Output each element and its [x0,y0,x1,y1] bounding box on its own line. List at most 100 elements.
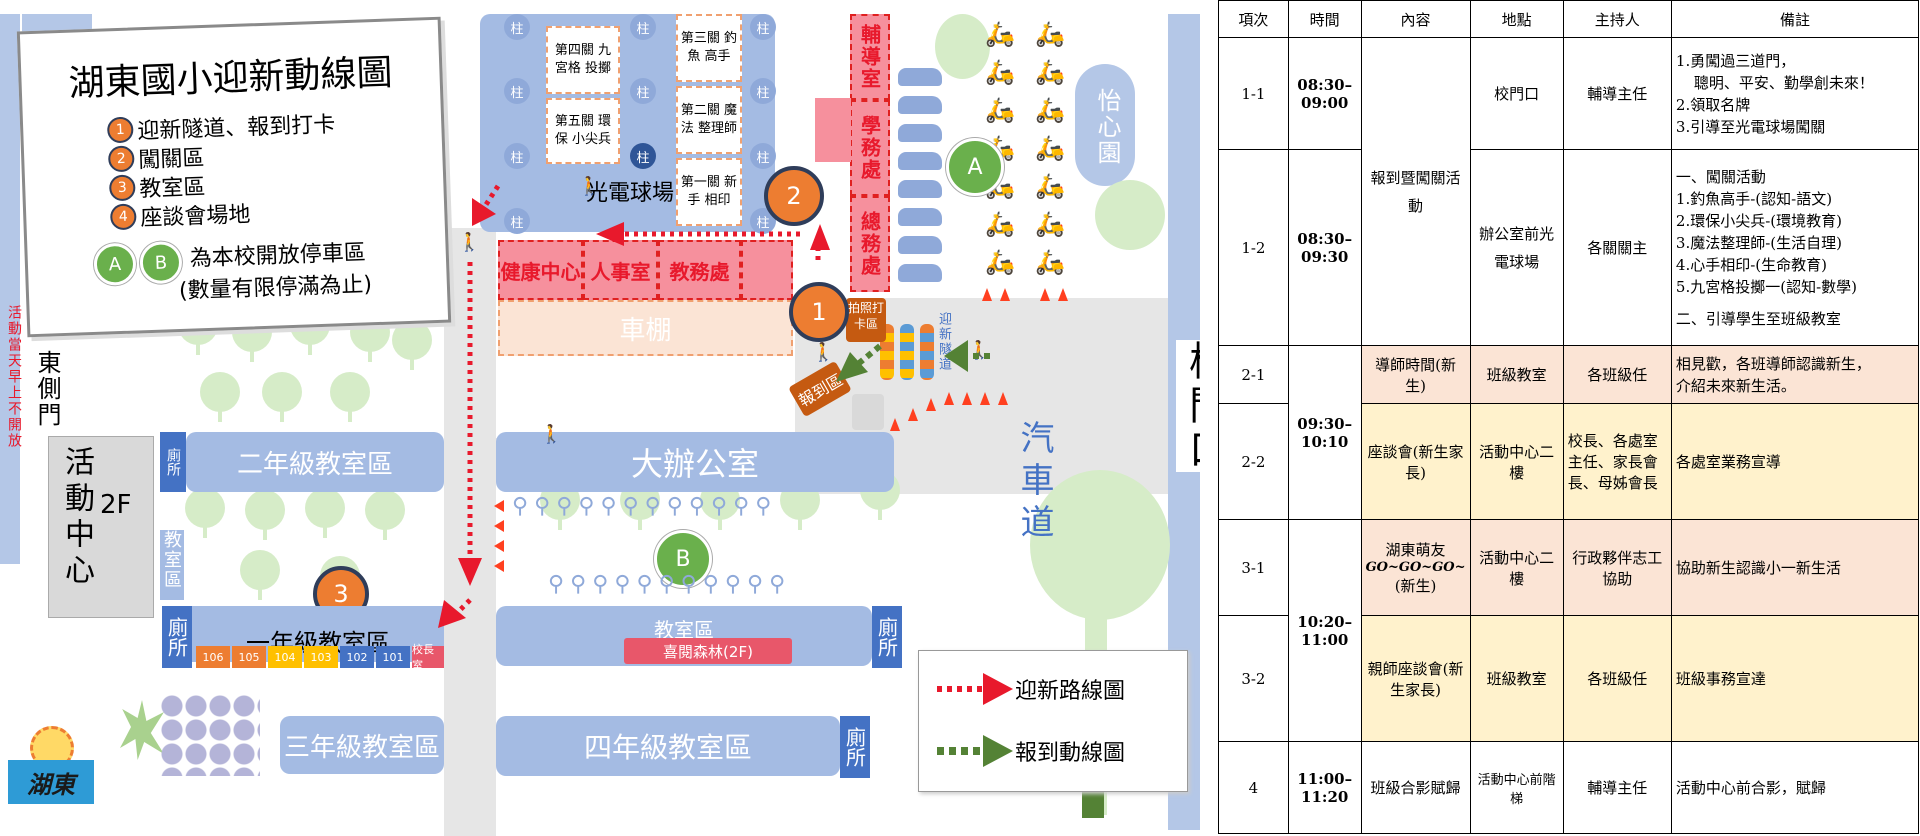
cone-icon [982,288,992,301]
campus-map: 怡心園 湖東國小迎新動線圖 1 迎新隧道、報到打卡 2 闖關區 3 教室區 4 … [0,14,1200,836]
marker-2: 2 [764,166,824,226]
scooter-icon: 🛵 [985,210,1015,238]
table-row: 2-2 座談會(新生家長) 活動中心二樓 校長、各處室主任、家長會長、母姊會長 … [1218,403,1920,520]
scooter-icon: 🛵 [985,20,1015,48]
scooter-icon: 🛵 [1035,96,1065,124]
tree [185,488,225,538]
note-cell: 一、闖關活動 1.釣魚高手-(認知-語文) 2.環保小尖兵-(環境教育) 3.魔… [1670,149,1920,346]
host-cell: 各關關主 [1562,149,1672,346]
east-gate-label: 東側門 [33,350,61,428]
scooter-icon: 🛵 [1035,172,1065,200]
grade-4-classrooms: 四年級教室區 [496,716,840,776]
host-cell: 輔導主任 [1562,37,1672,150]
tree [305,488,345,538]
grade-2-classrooms: 二年級教室區 [186,432,444,492]
main-office: 大辦公室 [496,432,894,492]
car-road-label: 汽車道 [1014,420,1054,546]
schedule-table: 項次 時間 內容 地點 主持人 備註 1-1 08:30–09:00 報到暨闖關… [1218,0,1920,834]
restroom: 廁所 [162,606,192,668]
scooter-icon: 🛵 [1035,58,1065,86]
academic-affairs-office: 教務處 [658,240,741,300]
restroom: 廁所 [872,606,902,668]
parking-b-marker: B [654,530,712,588]
school-gate-label: 校門口 [1176,340,1200,472]
cone-icon [980,392,990,405]
route-swatch-arrow [983,673,1013,705]
pillar: 柱 [630,14,656,40]
big-tree [1030,470,1170,620]
place-cell: 班級教室 [1469,345,1564,404]
time-cell: 11:00–11:20 [1287,741,1362,834]
route-arrow [836,352,868,382]
grape-decoration [120,690,260,780]
garden-label: 怡心園 [1093,88,1121,166]
time-cell: 09:30–10:10 [1287,345,1362,520]
reading-forest: 喜閱森林(2F) [624,638,792,664]
item-number: 3-1 [1218,519,1289,616]
column-header: 項次 [1218,0,1289,38]
car-icon [898,264,942,282]
logo-text: 湖東 [8,760,94,804]
item-number: 2-2 [1218,403,1289,520]
host-cell: 校長、各處室主任、家長會長、母姊會長 [1562,403,1672,520]
note-cell: 各處室業務宣導 [1670,403,1920,520]
cone-icon [1000,288,1010,301]
pillar: 柱 [630,143,656,169]
column-header: 時間 [1287,0,1362,38]
station-2: 第二關 魔法 整理師 [676,86,742,154]
host-cell: 各班級任 [1562,615,1672,742]
scooter-icon: 🛵 [985,58,1015,86]
table-row: 2-1 09:30–10:10 導師時間(新生) 班級教室 各班級任 相見歡，各… [1218,345,1920,520]
item-number: 1-1 [1218,37,1289,150]
cone-row [494,500,504,572]
tree [365,490,405,540]
bike-row: ⚲⚲⚲⚲⚲⚲⚲⚲⚲⚲⚲ [548,572,792,597]
station-3: 第三關 釣魚 高手 [676,14,742,82]
place-cell: 活動中心二樓 [1469,403,1564,520]
cone-icon [1058,288,1068,301]
content-line: GO~GO~GO~ [1365,560,1466,575]
scooter-icon: 🛵 [1035,210,1065,238]
bike-row: ⚲⚲⚲⚲⚲⚲⚲⚲⚲⚲⚲⚲ [512,494,778,519]
content-line: 湖東萌友 [1385,541,1446,559]
route-arrow [810,224,830,250]
item-number: 4 [1218,741,1289,834]
table-row: 3-1 10:20–11:00 湖東萌友 GO~GO~GO~ (新生) 活動中心… [1218,519,1920,742]
cone-icon [926,398,936,411]
note-cell: 相見歡，各班導師認識新生， 介紹未來新生活。 [1670,345,1920,404]
table-row: 3-2 親師座談會(新生家長) 班級教室 各班級任 班級事務宣達 [1218,615,1920,742]
note-line: 一、闖關活動 [1675,167,1766,186]
scooter-icon: 🛵 [985,248,1015,276]
note-line: 二、引導學生至班級教室 [1675,309,1841,328]
table-row: 1-1 08:30–09:00 報到暨闖關活動 校門口 輔導主任 1.勇闖過三道… [1218,37,1920,346]
balloon-arch [900,324,914,380]
person-icon: 🚶 [578,176,601,197]
marker-1: 1 [789,282,849,342]
place-cell: 活動中心二樓 [1469,519,1564,616]
car-icon [898,208,942,226]
item-number: 1-2 [1218,149,1289,346]
car-icon [898,68,942,86]
car-icon [898,96,942,114]
room-102: 102 [340,646,374,668]
column-header: 地點 [1469,0,1564,38]
place-cell: 班級教室 [1469,615,1564,742]
gym-label: 光電球場 [586,181,675,206]
grade-3-classrooms: 三年級教室區 [280,716,444,774]
route-swatch-arrow [983,735,1013,767]
item-number: 3-2 [1218,615,1289,742]
note-cell: 1.勇闖過三道門， 聰明、平安、勤學創未來！ 2.領取名牌 3.引導至光電球場闖… [1670,37,1920,150]
person-icon: 🚶 [540,424,563,445]
item-number: 2-1 [1218,345,1289,404]
photo-spot: 拍照打卡區 [846,298,886,342]
note-line: 5.九宮格投擲一(認知-數學) [1675,277,1857,296]
note-cell: 協助新生認識小一新生活 [1670,519,1920,616]
east-gate-note: 活動當天早上不開放 [6,305,22,449]
route-arrow [458,558,482,586]
table-row: 1-2 08:30–09:30 辦公室前光電球場 各關關主 一、闖關活動 1.釣… [1218,149,1920,346]
balloon-arch [920,324,934,380]
car-icon [898,124,942,142]
route-arrow [596,222,624,246]
route-arrow [944,340,968,372]
note-line: 介紹未來新生活。 [1675,376,1796,395]
